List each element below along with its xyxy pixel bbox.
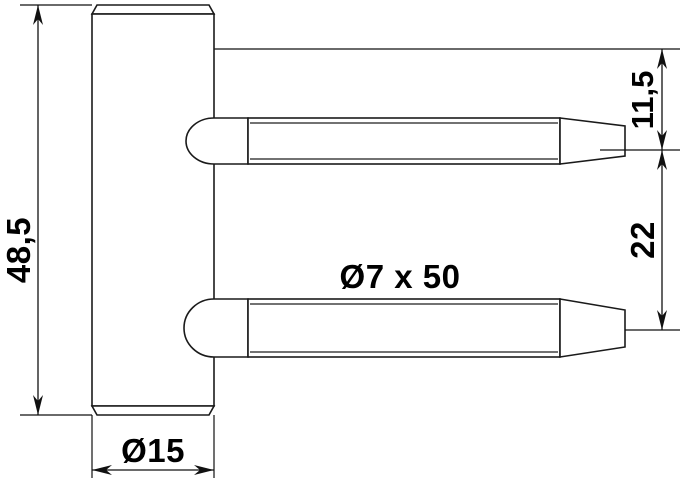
lower-pin-taper [559,298,626,358]
spacing-arrow-top [657,150,667,170]
upper-pin-offset-label: 11,5 [625,71,660,130]
width-arrow-right [194,465,214,475]
pin-spacing-dimension-group: 22 [624,150,680,331]
upper-pin-offset-dimension-group: 11,5 [600,49,680,151]
upper-pin-shank [247,117,561,165]
plate-height-dimension-group: 48,5 [0,4,92,416]
upper-pin-taper [559,117,626,165]
pin-spec-note-group: Ø7 x 50 [340,258,461,295]
pin-spacing-label: 22 [624,221,661,259]
plate-bottom-bevel [90,405,216,416]
offset-arrow-top [657,49,667,69]
spacing-arrow-bottom [657,310,667,330]
plate-height-label: 48,5 [0,217,37,283]
lower-dowel-pin-group [183,298,626,358]
hinge-plate-group [90,4,216,416]
offset-arrow-bottom [657,130,667,150]
lower-pin-rounded-cap [183,298,249,358]
height-arrow-top [33,5,43,25]
upper-dowel-pin-group [185,117,626,165]
upper-pin-rounded-cap [185,117,249,165]
plate-width-dimension-group: Ø15 [91,415,215,478]
pin-spec-label: Ø7 x 50 [340,258,461,295]
plate-width-label: Ø15 [121,432,185,469]
lower-pin-shank [247,298,561,358]
width-arrow-left [92,465,112,475]
height-arrow-bottom [33,395,43,415]
plate-top-bevel [90,4,216,15]
